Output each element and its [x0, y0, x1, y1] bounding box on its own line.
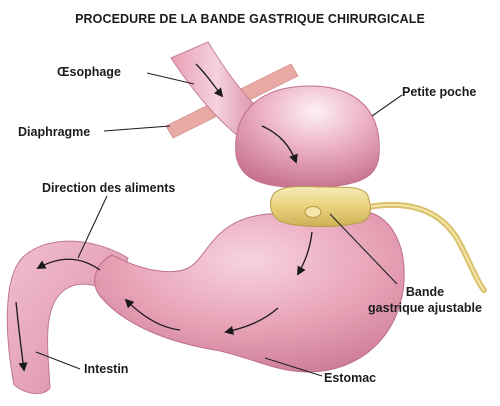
leader-small-pouch	[371, 94, 403, 117]
flow-arrow-icon	[15, 63, 313, 372]
leader-lines	[35, 72, 403, 377]
leader-intestine	[35, 351, 81, 370]
leader-stomach	[264, 357, 323, 377]
label-band-line2: gastrique ajustable	[368, 301, 482, 315]
label-stomach: Estomac	[324, 371, 376, 385]
stomach	[94, 211, 405, 373]
leader-oesophagus	[146, 72, 195, 85]
diagram-title: PROCEDURE DE LA BANDE GASTRIQUE CHIRURGI…	[75, 12, 425, 26]
label-small-pouch: Petite poche	[402, 85, 476, 99]
label-band-line1: Bande	[406, 285, 444, 299]
adjustable-gastric-band	[269, 185, 487, 293]
label-food-direction: Direction des aliments	[42, 181, 175, 195]
leader-band	[329, 213, 398, 285]
label-intestine: Intestin	[84, 362, 128, 376]
small-pouch	[235, 85, 380, 189]
leader-food-direction	[77, 195, 108, 259]
leader-diaphragm	[103, 125, 171, 132]
label-diaphragm: Diaphragme	[18, 125, 90, 139]
label-oesophagus: Œsophage	[57, 65, 121, 79]
